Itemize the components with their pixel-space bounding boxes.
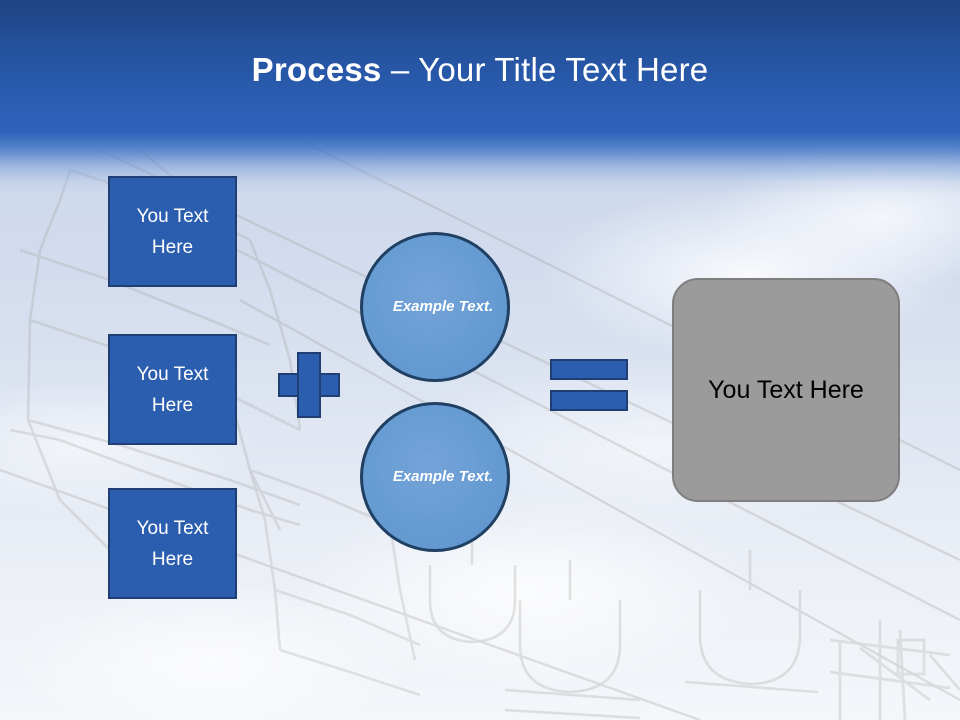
input-box-1[interactable]: You Text Here: [108, 176, 237, 287]
equals-icon: [550, 359, 628, 411]
equals-icon-bottom-bar: [550, 390, 628, 411]
page-title-bold: Process: [251, 51, 382, 88]
result-box-label: You Text Here: [708, 376, 864, 404]
input-box-3-label: You Text Here: [136, 517, 209, 570]
input-box-2-label: You Text Here: [136, 363, 209, 416]
title-banner: [0, 0, 960, 195]
example-circle-1-label: Example Text.: [392, 298, 494, 315]
equals-icon-top-bar: [550, 359, 628, 380]
result-box[interactable]: You Text Here: [672, 278, 900, 502]
page-title-regular: – Your Title Text Here: [381, 51, 709, 88]
plus-icon-center-patch: [299, 375, 319, 395]
plus-icon: [278, 352, 340, 418]
example-circle-2[interactable]: Example Text.: [360, 402, 510, 552]
page-title: Process – Your Title Text Here: [0, 50, 960, 90]
input-box-3[interactable]: You Text Here: [108, 488, 237, 599]
input-box-1-label: You Text Here: [136, 205, 209, 258]
example-circle-1[interactable]: Example Text.: [360, 232, 510, 382]
input-box-2[interactable]: You Text Here: [108, 334, 237, 445]
example-circle-2-label: Example Text.: [392, 468, 494, 485]
